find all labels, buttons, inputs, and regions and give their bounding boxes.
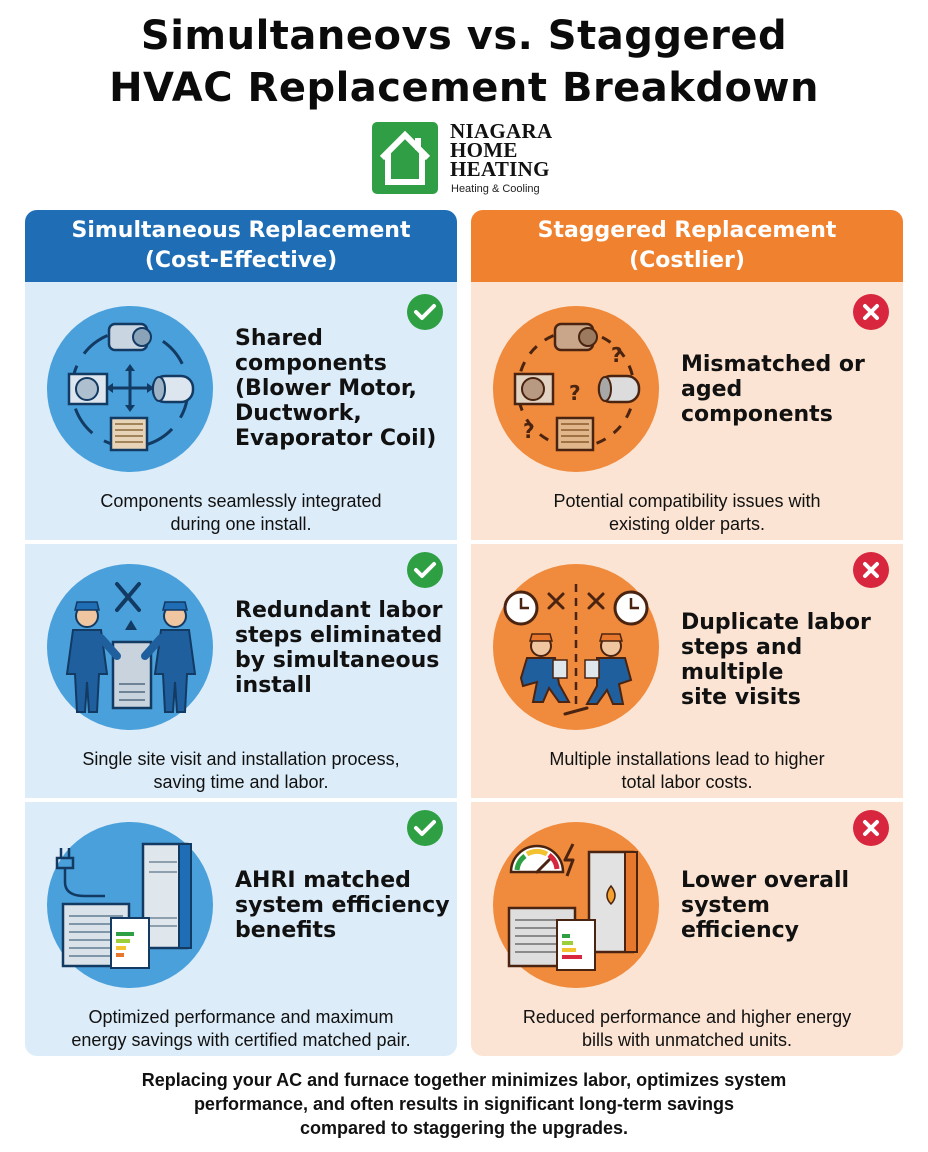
mismatched-components-card: ? ? ? Mismatched or aged components Pote… [471, 286, 903, 540]
company-logo: NIAGARA HOME HEATING Heating & Cooling [372, 119, 572, 200]
simultaneous-column: Simultaneous Replacement (Cost-Effective… [25, 210, 457, 1056]
logo-tagline: Heating & Cooling [451, 183, 540, 195]
row-divider [471, 798, 903, 802]
card-heading: Lower overall system efficiency [681, 868, 850, 943]
staggered-header: Staggered Replacement (Costlier) [471, 210, 903, 282]
matched-system-icon [47, 822, 213, 988]
low-efficiency-icon [493, 822, 659, 988]
row-divider [25, 540, 457, 544]
card-description: Reduced performance and higher energy bi… [522, 1007, 852, 1050]
svg-text:?: ? [523, 419, 535, 443]
card-heading: AHRI matched system efficiency benefits [235, 868, 450, 943]
page-title: Simultaneovs vs. Staggered HVAC Replacem… [0, 10, 928, 114]
svg-text:?: ? [569, 381, 581, 405]
mismatched-components-icon: ? ? ? [493, 306, 659, 472]
simultaneous-header: Simultaneous Replacement (Cost-Effective… [25, 210, 457, 282]
labor-card: Redundant labor steps eliminated by simu… [25, 544, 457, 798]
card-description: Single site visit and installation proce… [82, 749, 400, 792]
check-icon [407, 552, 443, 588]
card-description: Potential compatibility issues with exis… [553, 491, 821, 534]
logo-wordmark: NIAGARA HOME HEATING [450, 119, 553, 181]
row-divider [25, 798, 457, 802]
cross-icon [853, 552, 889, 588]
card-description: Multiple installations lead to higher to… [549, 749, 825, 792]
efficiency-card: AHRI matched system efficiency benefits … [25, 802, 457, 1056]
technicians-icon [47, 564, 213, 730]
duplicate-visits-icon [493, 564, 659, 730]
duplicate-labor-card: Duplicate labor steps and multiple site … [471, 544, 903, 798]
card-description: Components seamlessly integrated during … [100, 491, 382, 534]
svg-text:?: ? [611, 343, 623, 367]
card-description: Optimized performance and maximum energy… [71, 1007, 411, 1050]
card-heading: Redundant labor steps eliminated by simu… [235, 598, 443, 698]
shared-components-icon [47, 306, 213, 472]
card-heading: Mismatched or aged components [681, 352, 865, 427]
staggered-column: Staggered Replacement (Costlier) ? ? ? [471, 210, 903, 1056]
house-icon [372, 122, 438, 194]
card-heading: Duplicate labor steps and multiple site … [681, 610, 871, 710]
cross-icon [853, 810, 889, 846]
check-icon [407, 810, 443, 846]
title-line-1: Simultaneovs vs. Staggered [140, 13, 788, 59]
title-line-2: HVAC Replacement Breakdown [109, 65, 819, 111]
card-heading: Shared components (Blower Motor, Ductwor… [235, 326, 437, 451]
check-icon [407, 294, 443, 330]
summary-footer: Replacing your AC and furnace together m… [141, 1070, 787, 1138]
lower-efficiency-card: Lower overall system efficiency Reduced … [471, 802, 903, 1056]
row-divider [471, 540, 903, 544]
shared-components-card: Shared components (Blower Motor, Ductwor… [25, 286, 457, 540]
cross-icon [853, 294, 889, 330]
